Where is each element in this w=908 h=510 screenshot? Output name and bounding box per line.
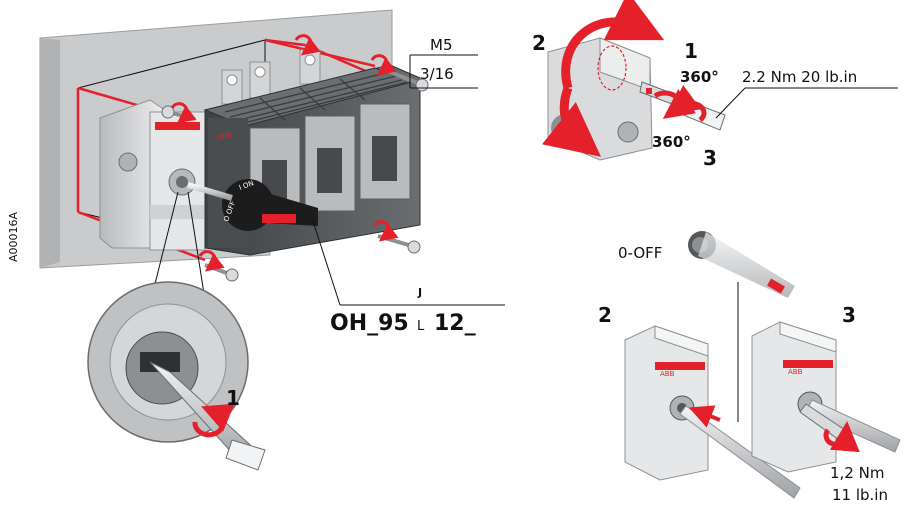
- main-switch-assembly: ABB O OFF I ON: [7, 9, 505, 336]
- brand-mark: ABB: [217, 131, 233, 142]
- tool-size-label: 3/16: [420, 65, 454, 83]
- step-3-label: 3: [703, 146, 717, 170]
- bolt-size-label: M5: [430, 36, 453, 54]
- rotation-arrow-icon: [542, 0, 665, 157]
- position-off-label: 0-OFF: [618, 244, 662, 262]
- step-1-label: 1: [684, 39, 698, 63]
- push-arrow-icon: [688, 405, 721, 428]
- shaft-torque-nm: 1,2 Nm: [830, 464, 884, 482]
- shaft-torque-lbin: 11 lb.in: [832, 486, 888, 504]
- torque-leader: [715, 87, 746, 119]
- bolt-icon: [204, 263, 239, 282]
- rotation-arrow-icon: [370, 54, 397, 76]
- bolt-spec-callout: M5 3/16: [409, 36, 478, 89]
- brand-mark: ABB: [788, 368, 803, 376]
- screw-hole-highlight: [597, 45, 627, 91]
- detail-leader: [187, 191, 206, 301]
- rotation-arrow-icon: [823, 421, 860, 453]
- rotation-360-label-b: 360°: [652, 133, 691, 151]
- bolt-rotation-arrows: [170, 34, 399, 272]
- rotation-arrow-icon: [192, 403, 235, 438]
- bolt-icon: [377, 234, 421, 254]
- brand-mark: ABB: [660, 370, 675, 378]
- product-code-tail: 12_: [434, 311, 476, 336]
- shaft-handle-off: [688, 231, 795, 298]
- rotation-arrow-icon: [667, 85, 707, 123]
- operator-unit-3: ABB: [751, 321, 901, 473]
- operator-block: [99, 99, 206, 251]
- product-code-callout: OH_95 J L 12_: [311, 217, 505, 336]
- operator-unit-2: ABB: [624, 325, 801, 499]
- rotation-arrow-icon: [372, 220, 399, 242]
- product-code-main: OH_95: [330, 311, 409, 336]
- detail-magnifier: 1: [87, 281, 266, 471]
- detail-step-number: 1: [226, 386, 240, 410]
- selector-handle: O OFF I ON: [222, 179, 318, 231]
- product-code-sup: J: [417, 286, 422, 299]
- mounting-panel-shadow: [40, 38, 60, 268]
- rotation-360-label-a: 360°: [680, 68, 719, 86]
- rotation-arrow-icon: [170, 102, 197, 124]
- step-2-bottom-label: 2: [598, 303, 612, 327]
- shaft-insertion-detail: 0-OFF 2 ABB 3 ABB: [598, 231, 901, 504]
- screw-torque-label: 2.2 Nm 20 lb.in: [742, 68, 857, 86]
- rotation-arrow-icon: [294, 34, 321, 56]
- vent-grid: [224, 71, 408, 125]
- step-2-label: 2: [532, 31, 546, 55]
- document-code: A00016A: [7, 211, 20, 262]
- rotation-arrow-icon: [198, 250, 225, 272]
- step-3-bottom-label: 3: [842, 303, 856, 327]
- product-code-sub: L: [417, 319, 425, 334]
- pole-windows: [262, 136, 397, 205]
- handle-screw-detail: 2 1 360° 360° 3 2.2 Nm 20 lb.in: [532, 0, 898, 170]
- extension-shaft: [187, 182, 233, 201]
- mounting-brackets: [221, 49, 321, 105]
